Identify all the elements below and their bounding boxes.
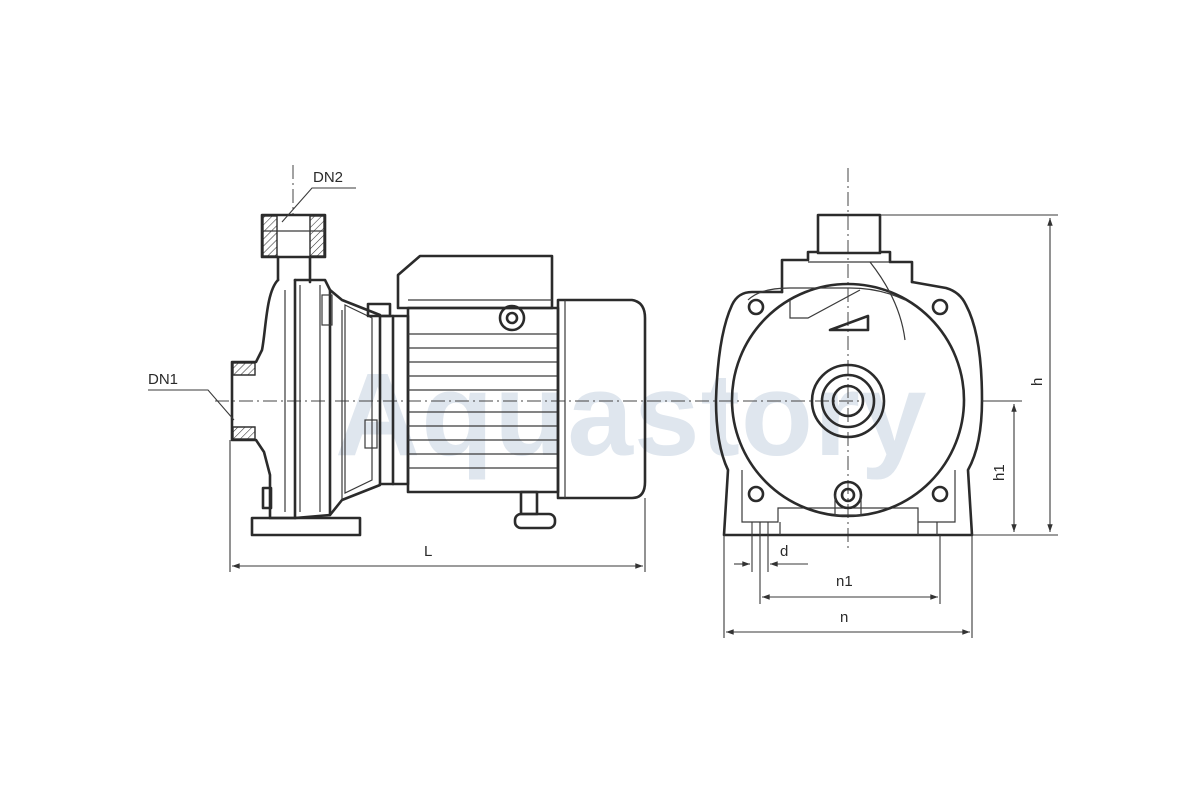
cooling-fins: [408, 333, 558, 469]
discharge-port: [260, 213, 327, 284]
foot-span-label: n1: [836, 573, 853, 590]
fan-cover: [556, 298, 647, 500]
pump-front-view: h h1 d n1 n: [714, 168, 1058, 638]
dn1-label: DN1: [148, 371, 178, 388]
axis-height-label: h1: [991, 464, 1008, 481]
watermark-text: Aquastory: [335, 349, 928, 481]
dn2-label: DN2: [313, 169, 343, 186]
base-width-label: n: [840, 609, 848, 626]
pump-side-view: DN2 DN1 L: [148, 165, 860, 572]
height-label: h: [1029, 378, 1046, 386]
bolt-hole-label: d: [780, 543, 788, 560]
pump-bracket: [328, 288, 395, 517]
motor-body: [391, 254, 560, 530]
length-label: L: [424, 543, 432, 560]
